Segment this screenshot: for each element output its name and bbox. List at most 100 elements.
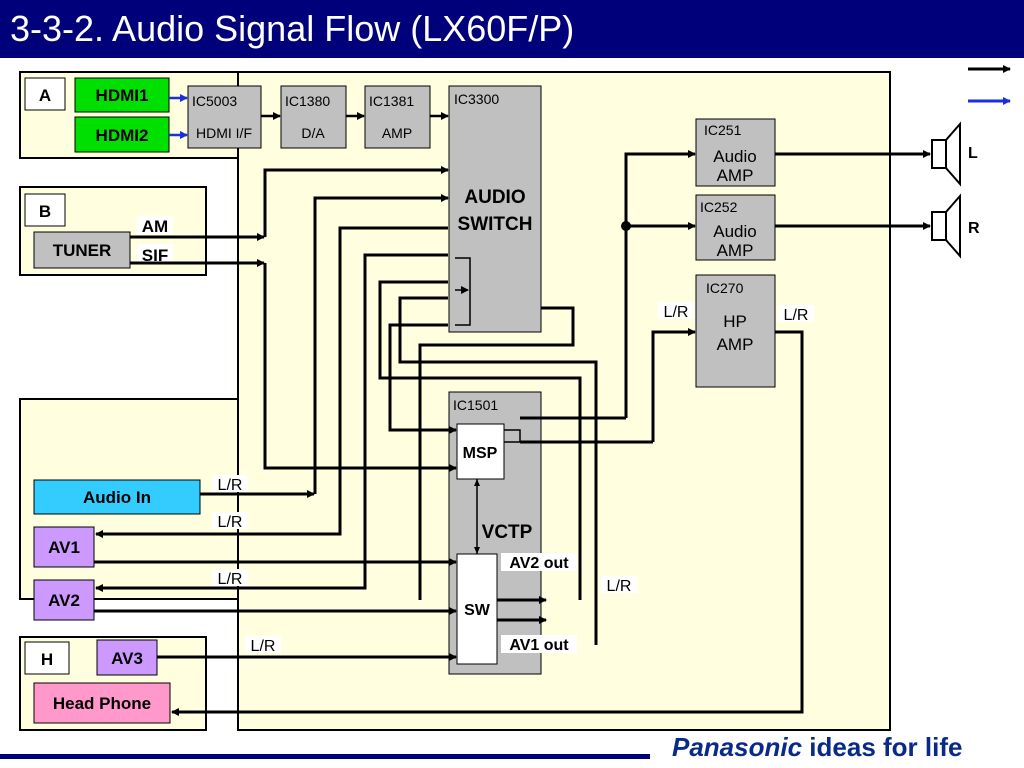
msp-sw-link-up-head bbox=[474, 479, 480, 486]
section-b-label-box bbox=[24, 193, 66, 227]
section-a-label-box bbox=[24, 77, 66, 111]
ic3300-id: IC3300 bbox=[454, 91, 499, 107]
page-title: 3-3-2. Audio Signal Flow (LX60F/P) bbox=[10, 8, 575, 49]
ic251-box bbox=[695, 118, 776, 187]
av1-out-bg bbox=[501, 635, 577, 653]
av1-lr-label: L/R bbox=[218, 514, 243, 531]
ic3300-loop-line-4 bbox=[388, 323, 457, 434]
ic1501-id: IC1501 bbox=[453, 397, 498, 413]
ic3300-to-av2-line bbox=[95, 253, 448, 592]
atv-to-ic3300-line bbox=[263, 166, 449, 237]
ic3300-loop-line-3 bbox=[398, 296, 598, 645]
section-b-label: B bbox=[39, 202, 51, 221]
ic3300-internal-switch bbox=[455, 257, 471, 326]
head-phone-label: Head Phone bbox=[53, 694, 151, 713]
av1-lr-bg bbox=[212, 512, 248, 529]
av3-label: AV3 bbox=[111, 649, 143, 668]
section-h-label: H bbox=[41, 650, 53, 669]
ic252-id: IC252 bbox=[700, 199, 738, 215]
msp-sw-link-down-head bbox=[474, 547, 480, 554]
ic3300-loop-line-1 bbox=[378, 280, 582, 600]
audio-in-to-ic3300-line bbox=[313, 194, 449, 494]
ic3300-function-line2: SWITCH bbox=[458, 214, 533, 235]
brand-tagline: ideas for life bbox=[809, 732, 963, 762]
ic1380-id: IC1380 bbox=[285, 93, 330, 109]
head-phone-box bbox=[33, 682, 171, 724]
section-a-label: A bbox=[39, 86, 51, 105]
hdmi2-label: HDMI2 bbox=[96, 126, 149, 145]
brand-name: Panasonic bbox=[672, 732, 803, 762]
msp-label: MSP bbox=[463, 445, 498, 462]
av1-box bbox=[33, 526, 95, 568]
ic1381-box bbox=[364, 85, 431, 149]
av2-out-bg bbox=[501, 553, 577, 571]
hp-in-lr-bg bbox=[658, 302, 694, 319]
audio-in-lr-bg bbox=[212, 475, 248, 492]
audio-in-lr-label: L/R bbox=[218, 477, 243, 494]
ic270-function-line1: HP bbox=[723, 312, 747, 331]
av2-out-label: AV2 out bbox=[509, 555, 569, 572]
ic1381-function: AMP bbox=[382, 125, 412, 141]
footer-line bbox=[0, 754, 650, 759]
av2-lr-bg bbox=[212, 569, 248, 586]
ic270-box bbox=[695, 274, 776, 388]
tuner-label: TUNER bbox=[53, 241, 112, 260]
ic5003-function: HDMI I/F bbox=[196, 125, 252, 141]
speaker-r-icon bbox=[931, 193, 961, 259]
ic252-box bbox=[695, 194, 776, 261]
av2-lr-label: L/R bbox=[218, 571, 243, 588]
vctp-label: VCTP bbox=[482, 522, 533, 543]
msp-box bbox=[456, 423, 505, 480]
sw-to-ic3300-return bbox=[418, 337, 575, 600]
ic270-function-line2: AMP bbox=[717, 335, 754, 354]
ic270-to-headphone-line bbox=[171, 330, 804, 716]
section-h-label-box bbox=[24, 641, 70, 675]
sw-out-lr-bg bbox=[601, 576, 637, 593]
to-ic270-line bbox=[651, 328, 696, 442]
title-bar: 3-3-2. Audio Signal Flow (LX60F/P) bbox=[0, 0, 1024, 58]
hp-in-lr-label: L/R bbox=[664, 304, 689, 321]
ic251-id: IC251 bbox=[704, 122, 742, 138]
av3-lr-bg bbox=[245, 636, 281, 653]
speaker-r-label: R bbox=[968, 220, 980, 237]
ic3300-function-line1: AUDIO bbox=[464, 187, 525, 208]
ic1380-box bbox=[280, 85, 347, 149]
sif-label-bg bbox=[137, 244, 173, 263]
av3-lr-label: L/R bbox=[251, 638, 276, 655]
av3-box bbox=[96, 639, 158, 676]
hp-out-lr-label: L/R bbox=[784, 307, 809, 324]
av2-label: AV2 bbox=[48, 591, 80, 610]
am-label: AM bbox=[142, 217, 168, 236]
av1-label: AV1 bbox=[48, 538, 80, 557]
ic251-function-line2: AMP bbox=[717, 166, 754, 185]
ic3300-box bbox=[448, 85, 542, 333]
atv-to-msp-line bbox=[263, 263, 457, 472]
speaker-l-label: L bbox=[968, 145, 978, 162]
main-to-ic251-line bbox=[624, 150, 696, 418]
hp-out-lr-bg bbox=[778, 305, 814, 322]
ic3300-loop-line-2 bbox=[541, 306, 575, 337]
sw-out-lr-label: L/R bbox=[607, 578, 632, 595]
hdmi2-box bbox=[74, 116, 170, 153]
am-label-bg bbox=[137, 216, 173, 234]
ic252-function-line1: Audio bbox=[713, 222, 756, 241]
hdmi1-label: HDMI1 bbox=[96, 86, 149, 105]
brand-logo: Panasonic ideas for life bbox=[672, 732, 962, 763]
tuner-box bbox=[33, 231, 131, 269]
ic5003-id: IC5003 bbox=[192, 93, 237, 109]
ic3300-to-av1-line bbox=[95, 226, 448, 538]
hdmi1-box bbox=[74, 77, 170, 113]
av1-out-label: AV1 out bbox=[509, 637, 569, 654]
msp-output-bracket bbox=[504, 429, 521, 443]
ic251-function-line1: Audio bbox=[713, 147, 756, 166]
ic252-function-line2: AMP bbox=[717, 241, 754, 260]
audio-in-label: Audio In bbox=[83, 488, 151, 507]
av2-box bbox=[33, 579, 95, 621]
sif-label: SIF bbox=[142, 246, 168, 265]
junction-dot bbox=[621, 221, 631, 231]
audio-in-box bbox=[33, 479, 201, 515]
ic1381-id: IC1381 bbox=[369, 93, 414, 109]
speaker-l-icon bbox=[931, 121, 961, 187]
sw-label: SW bbox=[464, 602, 491, 619]
